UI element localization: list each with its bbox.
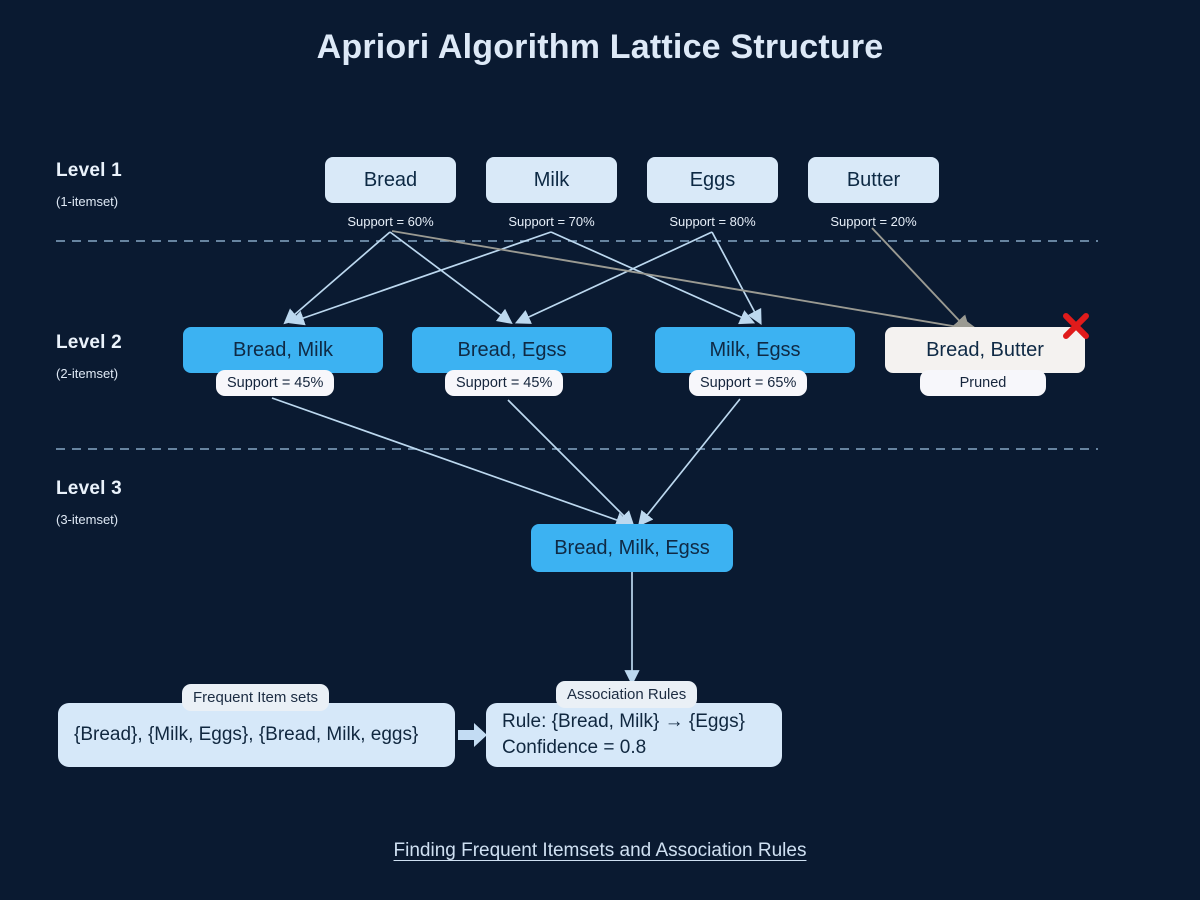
support-butter: Support = 20% [830,214,917,229]
frequent-itemsets-tag: Frequent Item sets [182,684,330,711]
badge-bread-egss: Support = 45% [445,370,564,396]
node-bread-egss[interactable]: Bread, Egss [412,327,612,373]
support-milk: Support = 70% [508,214,595,229]
node-milk-egss[interactable]: Milk, Egss [655,327,855,373]
level-2-sub: (2-itemset) [56,366,119,381]
support-eggs: Support = 80% [669,214,756,229]
node-bread-butter[interactable]: Bread, Butter [885,327,1085,373]
node-bread-milk-egss[interactable]: Bread, Milk, Egss [531,524,733,572]
support-bread: Support = 60% [347,214,434,229]
page-title: Apriori Algorithm Lattice Structure [316,28,884,66]
association-rules-panel[interactable]: Rule: {Bread, Milk} → {Eggs} Confidence … [486,703,782,767]
node-bread[interactable]: Bread [325,157,456,203]
level-label-1: Level 1 (1-itemset) [56,160,122,209]
footer-caption: Finding Frequent Itemsets and Associatio… [393,840,807,861]
level-1-name: Level 1 [56,160,122,181]
association-rules-tag: Association Rules [556,681,698,708]
level-label-2: Level 2 (2-itemset) [56,332,122,381]
frequent-itemsets-panel[interactable]: {Bread}, {Milk, Eggs}, {Bread, Milk, egg… [58,703,455,767]
badge-pruned: Pruned [920,370,1046,396]
badge-milk-egss: Support = 65% [689,370,808,396]
level-2-name: Level 2 [56,332,122,353]
x-mark-icon [1060,310,1092,342]
right-arrow-icon [458,722,488,748]
level-1-sub: (1-itemset) [56,194,119,209]
frequent-itemsets-value: {Bread}, {Milk, Eggs}, {Bread, Milk, egg… [74,724,419,746]
badge-bread-milk: Support = 45% [216,370,335,396]
association-rule-line-2: Confidence = 0.8 [502,737,647,758]
node-butter[interactable]: Butter [808,157,939,203]
level-3-sub: (3-itemset) [56,512,119,527]
node-milk[interactable]: Milk [486,157,617,203]
node-eggs[interactable]: Eggs [647,157,778,203]
level-label-3: Level 3 (3-itemset) [56,478,122,527]
association-rule-line-1: Rule: {Bread, Milk} → {Eggs} [502,711,745,733]
level-3-name: Level 3 [56,478,122,499]
node-bread-milk[interactable]: Bread, Milk [183,327,383,373]
